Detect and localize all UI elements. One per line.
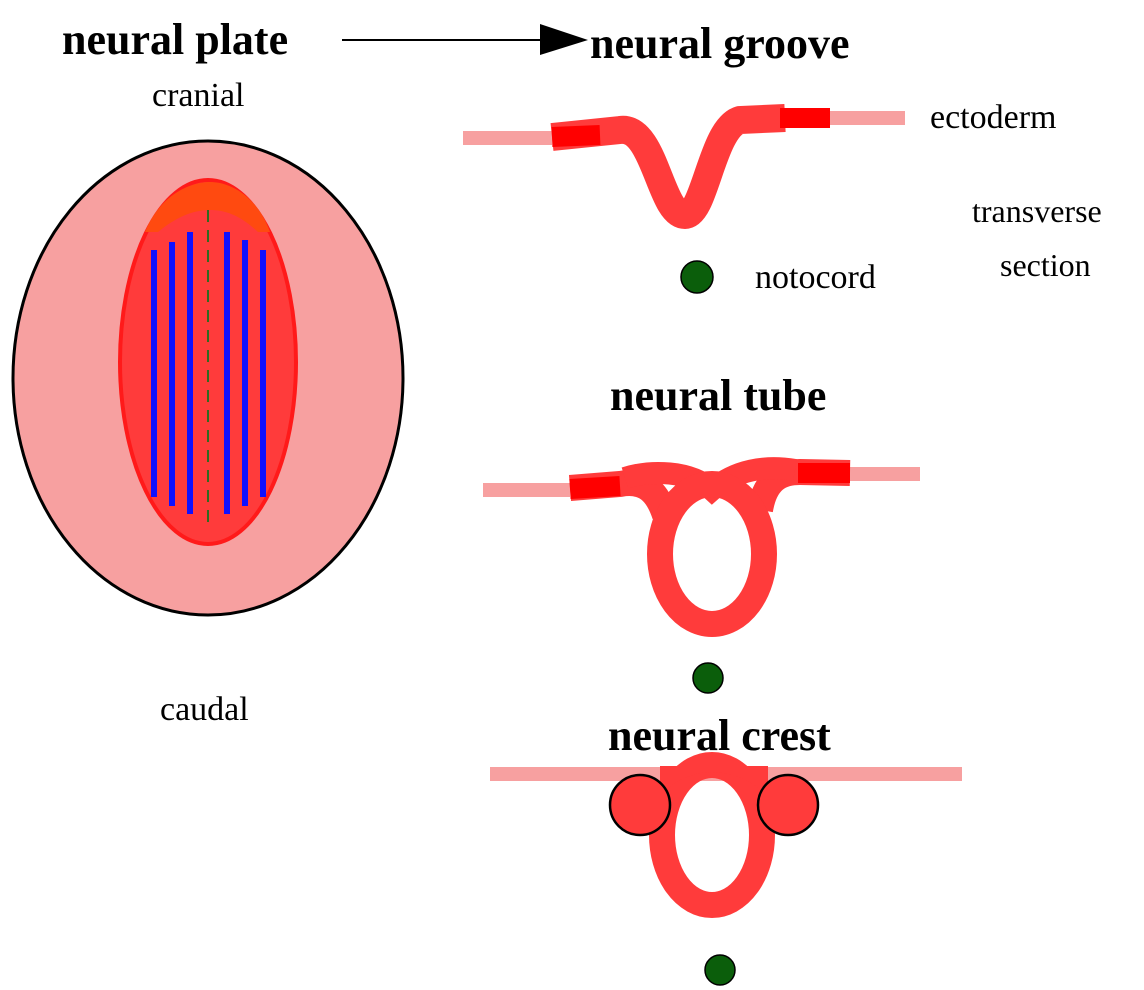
cranial-edge [145,182,270,232]
neural-crest-view [490,752,962,986]
title-neural-tube: neural tube [610,371,826,420]
progression-arrow [342,24,588,55]
label-cranial: cranial [152,77,245,114]
notochord-crest [704,954,736,986]
neural-tube-view [483,457,920,694]
label-transverse: transverse [972,193,1102,229]
label-notocord: notocord [755,259,876,296]
neural-crest-cell-right [756,773,820,837]
notochord-groove [680,260,714,294]
title-neural-plate: neural plate [62,15,288,64]
neural-plate-view [11,139,405,617]
title-neural-crest: neural crest [608,711,831,760]
title-neural-groove: neural groove [590,19,850,68]
notochord-tube [692,662,724,694]
label-section: section [1000,247,1091,283]
label-ectoderm: ectoderm [930,99,1057,136]
neural-groove-view [463,104,905,294]
neural-crest-cell-left [608,773,672,837]
label-caudal: caudal [160,691,249,728]
neural-plate-stripes [151,232,266,514]
